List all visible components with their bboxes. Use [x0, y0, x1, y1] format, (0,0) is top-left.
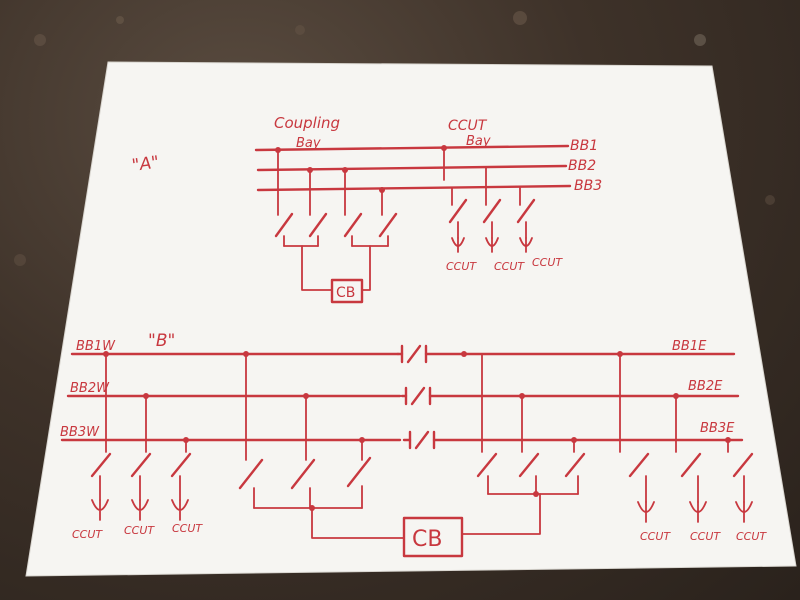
isolator-switch [308, 212, 328, 238]
coupling-bay-label-line2: Bay [296, 136, 321, 151]
feeder-symbol [131, 499, 149, 521]
feeder-symbol [637, 501, 655, 523]
circuit-breaker-a-label: CB [336, 285, 355, 301]
feeder-b-west-label-2: CCUT [124, 524, 155, 537]
isolator-switch [564, 452, 586, 478]
isolator-switch [482, 198, 502, 224]
isolator-switch [732, 452, 754, 478]
diagram-b-label: "B" [148, 331, 175, 351]
west-feeders: CCUT CCUT CCUT [72, 351, 203, 541]
isolator-switch [130, 452, 152, 478]
feeder-symbol [519, 237, 533, 253]
diagram-a: "A" Coupling Bay CCUT Bay BB1 BB2 BB3 [131, 114, 602, 304]
isolator-switch [476, 452, 498, 478]
east-coupler [461, 351, 586, 535]
feeder-symbol [485, 237, 499, 253]
busbar-b-label-bb1w: BB1W [76, 339, 116, 354]
circuit-breaker-b-label: CB [412, 527, 442, 552]
ccut-bay-label-line2: Bay [466, 134, 491, 149]
isolator-switch [518, 452, 540, 478]
ccut-bay-label-line1: CCUT [448, 118, 488, 134]
feeder-a-label-1: CCUT [446, 260, 477, 273]
isolator-switch [410, 386, 426, 406]
feeder-symbol [735, 501, 753, 523]
isolator-switch [414, 430, 430, 450]
isolator-switch [516, 198, 536, 224]
isolator-switch [170, 452, 192, 478]
diagram-a-label: "A" [131, 152, 161, 176]
feeder-a-label-2: CCUT [494, 260, 525, 273]
isolator-switch [448, 198, 468, 224]
feeder-b-east-label-1: CCUT [640, 530, 671, 543]
feeder-b-west-label-1: CCUT [72, 528, 103, 541]
isolator-switch [628, 452, 650, 478]
busbar-a-label-bb2: BB2 [568, 158, 596, 174]
isolator-switch [343, 212, 363, 238]
feeder-b-east-label-2: CCUT [690, 530, 721, 543]
busbar-a-label-bb3: BB3 [574, 178, 602, 194]
feeder-symbol [91, 499, 109, 521]
isolator-switch [274, 212, 294, 238]
busbar-b-label-bb2e: BB2E [688, 379, 723, 394]
isolator-switch [346, 456, 372, 488]
circuit-breaker-b [402, 516, 464, 558]
busbar-b-label-bb3w: BB3W [60, 425, 100, 440]
isolator-switch [238, 458, 264, 490]
coupling-bay: CB [274, 147, 398, 304]
feeder-symbol [171, 499, 189, 521]
busbar-b-label-bb2w: BB2W [70, 381, 110, 396]
ccut-bay: CCUT CCUT CCUT [441, 145, 563, 273]
isolator-switch [290, 458, 316, 490]
feeder-a-label-3: CCUT [532, 256, 563, 269]
circuit-breaker-a [330, 278, 364, 304]
diagram-b: "B" BB1W BB2W BB3W BB1E BB2E BB3E [60, 331, 767, 558]
feeder-b-west-label-3: CCUT [172, 522, 203, 535]
busbar-b-label-bb1e: BB1E [672, 339, 707, 354]
paper-sheet [26, 62, 796, 576]
busbar-a-bb1 [254, 144, 570, 152]
feeder-b-east-label-3: CCUT [736, 530, 767, 543]
isolator-switch [378, 212, 398, 238]
east-feeders: CCUT CCUT CCUT [617, 351, 767, 543]
busbar-b-label-bb3e: BB3E [700, 421, 735, 436]
feeder-symbol [451, 237, 465, 253]
isolator-switch [406, 344, 422, 364]
west-coupler [238, 351, 405, 539]
isolator-switch [90, 452, 112, 478]
isolator-switch [680, 452, 702, 478]
busbar-a-label-bb1: BB1 [570, 138, 598, 154]
coupling-bay-label-line1: Coupling [274, 114, 340, 132]
feeder-symbol [689, 501, 707, 523]
